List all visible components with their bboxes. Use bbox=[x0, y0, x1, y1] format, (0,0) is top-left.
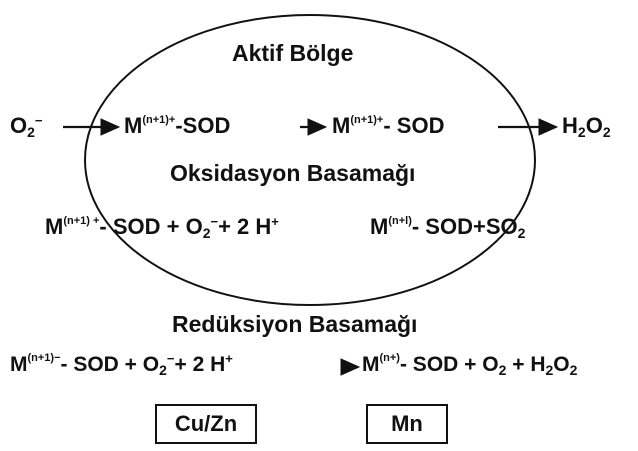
superoxide-reactant: O2− bbox=[10, 113, 43, 140]
reduction-equation-products: M(n+)- SOD + O2 + H2O2 bbox=[362, 352, 578, 378]
reduction-equation: M(n+1)−- SOD + O2−+ 2 H+ bbox=[10, 351, 233, 378]
mn-label-box: Mn bbox=[366, 404, 448, 444]
mn-label: Mn bbox=[391, 411, 423, 436]
oxidation-equation-right: M(n+l)- SOD+SO2 bbox=[370, 214, 526, 241]
oxidation-equation-left: M(n+1) +- SOD + O2−+ 2 H+ bbox=[45, 214, 279, 241]
cu-zn-label-box: Cu/Zn bbox=[155, 404, 257, 444]
cu-zn-label: Cu/Zn bbox=[174, 411, 238, 436]
enzyme-state-2: M(n+1)+- SOD bbox=[332, 113, 445, 138]
active-site-title: Aktif Bölge bbox=[232, 40, 354, 66]
active-site-ellipse bbox=[84, 14, 536, 306]
hydrogen-peroxide-product: H2O2 bbox=[562, 113, 611, 140]
enzyme-state-1: M(n+1)+-SOD bbox=[124, 113, 231, 138]
reduction-step-title: Redüksiyon Basamağı bbox=[172, 311, 418, 337]
oxidation-step-title: Oksidasyon Basamağı bbox=[170, 160, 416, 186]
